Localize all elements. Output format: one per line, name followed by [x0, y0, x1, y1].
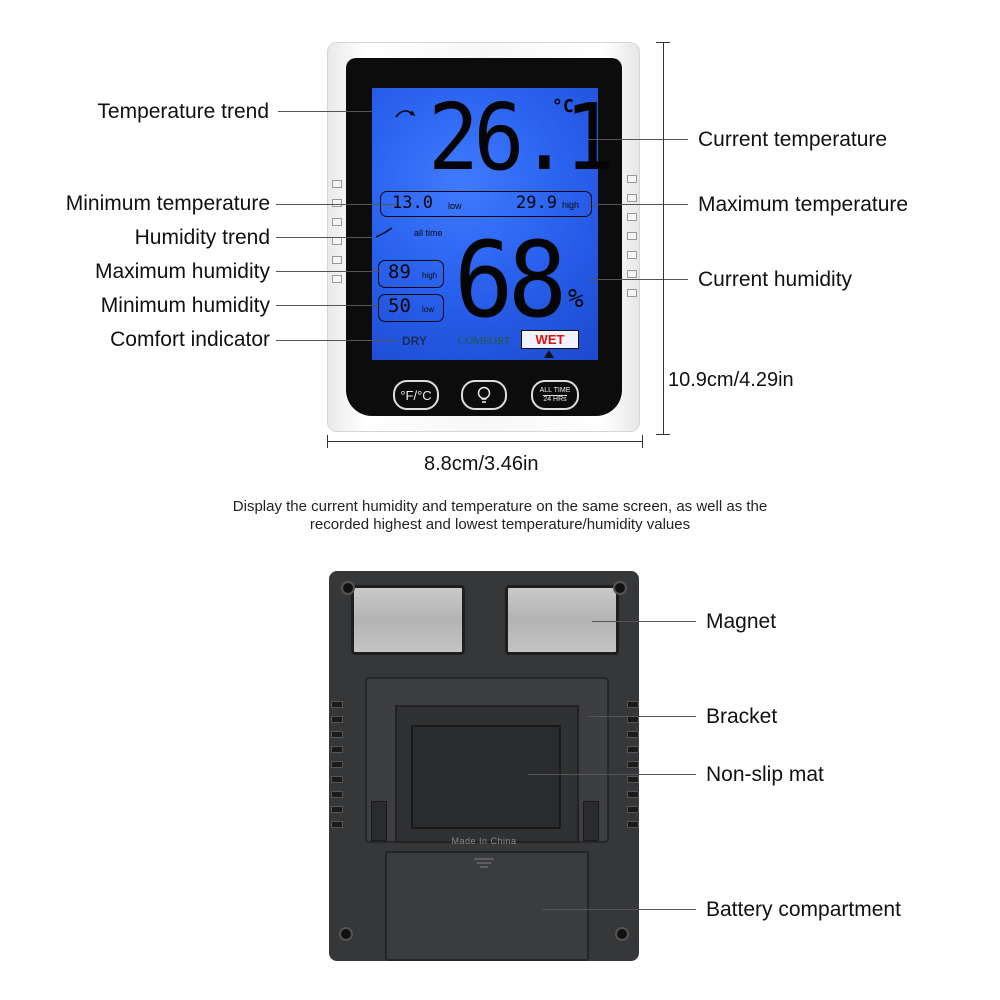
screw-top-left-icon: [341, 581, 355, 595]
callout-non-slip-mat: Non-slip mat: [706, 763, 824, 786]
leader-maximum-humidity: [276, 271, 380, 272]
right-vent-slots: [627, 701, 639, 836]
callout-minimum-temperature: Minimum temperature: [65, 192, 270, 215]
leader-magnet: [592, 621, 696, 622]
leader-current-temperature: [588, 139, 688, 140]
battery-cover-arrow-icon: [474, 858, 494, 868]
min-humidity-value: 50: [388, 295, 411, 317]
leader-minimum-humidity: [276, 305, 380, 306]
min-humidity-low-label: low: [422, 305, 435, 314]
height-dimension-label: 10.9cm/4.29in: [668, 369, 794, 391]
unit-toggle-button[interactable]: °F/°C: [393, 380, 439, 410]
leader-maximum-temperature: [588, 204, 688, 205]
height-dimension-cap-top: [656, 42, 670, 43]
backlight-button[interactable]: [461, 380, 507, 410]
callout-temperature-trend: Temperature trend: [97, 100, 269, 123]
bracket-hinge-left: [371, 801, 387, 841]
leader-non-slip-mat: [528, 774, 696, 775]
all-time-24hrs-button[interactable]: ALL TIME 24 HRs: [531, 380, 579, 410]
max-temperature-value: 29.9: [516, 193, 557, 213]
magnet-right: [505, 585, 619, 655]
height-dimension-cap-bottom: [656, 434, 670, 435]
bracket-hinge-right: [583, 801, 599, 841]
comfort-wet-label: WET: [521, 330, 579, 349]
lcd-screen: 26.1 °C 13.0 low 29.9 high all time 68 %…: [372, 88, 615, 360]
min-humidity-frame: [378, 294, 444, 322]
current-humidity-value: 68: [454, 219, 567, 341]
callout-magnet: Magnet: [706, 610, 777, 633]
screw-top-right-icon: [613, 581, 627, 595]
caption-line-2: recorded highest and lowest temperature/…: [309, 516, 691, 533]
right-grip-ridges: [627, 175, 637, 308]
humidity-unit: %: [568, 284, 584, 314]
temperature-trend-arrow-icon: [395, 110, 416, 118]
all-time-button-label: ALL TIME: [539, 386, 571, 394]
caption-line-1: Display the current humidity and tempera…: [232, 498, 768, 515]
magnet-left: [351, 585, 465, 655]
width-dimension-line: [327, 441, 642, 442]
callout-comfort-indicator: Comfort indicator: [110, 328, 270, 351]
callout-bracket: Bracket: [706, 705, 778, 728]
leader-bracket: [588, 716, 696, 717]
non-slip-mat: [411, 725, 561, 829]
thermometer-back-body: Made In China: [329, 571, 639, 961]
leader-humidity-trend: [276, 237, 374, 238]
width-dimension-cap-right: [642, 435, 643, 448]
callout-minimum-humidity: Minimum humidity: [100, 294, 270, 317]
leader-minimum-temperature: [276, 204, 396, 205]
left-vent-slots: [331, 701, 343, 836]
made-in-china-label: Made In China: [451, 836, 517, 846]
24hrs-button-label: 24 HRs: [543, 394, 567, 403]
height-dimension-line: [663, 42, 664, 434]
temperature-unit: °C: [552, 96, 574, 117]
humidity-trend-arrow-icon: [375, 227, 393, 238]
max-humidity-value: 89: [388, 261, 411, 283]
width-dimension-label: 8.8cm/3.46in: [424, 453, 539, 475]
comfort-dry-label: DRY: [402, 334, 427, 348]
leader-battery-compartment: [542, 909, 696, 910]
screw-bottom-left-icon: [339, 927, 353, 941]
callout-humidity-trend: Humidity trend: [134, 226, 270, 249]
all-time-label: all time: [414, 228, 443, 238]
width-dimension-cap-left: [327, 435, 328, 448]
callout-battery-compartment: Battery compartment: [706, 898, 901, 921]
max-humidity-frame: [378, 260, 444, 288]
left-grip-ridges: [332, 180, 342, 294]
lightbulb-icon: [477, 386, 491, 403]
feature-caption: Display the current humidity and tempera…: [0, 498, 1000, 534]
callout-maximum-temperature: Maximum temperature: [698, 193, 909, 216]
comfort-pointer-icon: [544, 350, 554, 358]
min-temperature-low-label: low: [448, 201, 462, 211]
leader-current-humidity: [590, 279, 688, 280]
callout-maximum-humidity: Maximum humidity: [94, 260, 270, 283]
callout-current-temperature: Current temperature: [698, 128, 888, 151]
leader-comfort-indicator: [276, 340, 396, 341]
comfort-comfort-label: COMFORT: [458, 335, 511, 347]
min-temperature-value: 13.0: [392, 193, 433, 213]
current-temperature-value: 26.1: [428, 84, 615, 191]
max-humidity-high-label: high: [422, 271, 438, 280]
battery-compartment-cover[interactable]: [385, 851, 589, 961]
max-temperature-high-label: high: [562, 200, 580, 210]
screw-bottom-right-icon: [615, 927, 629, 941]
leader-temperature-trend: [278, 111, 373, 112]
callout-current-humidity: Current humidity: [698, 268, 853, 291]
